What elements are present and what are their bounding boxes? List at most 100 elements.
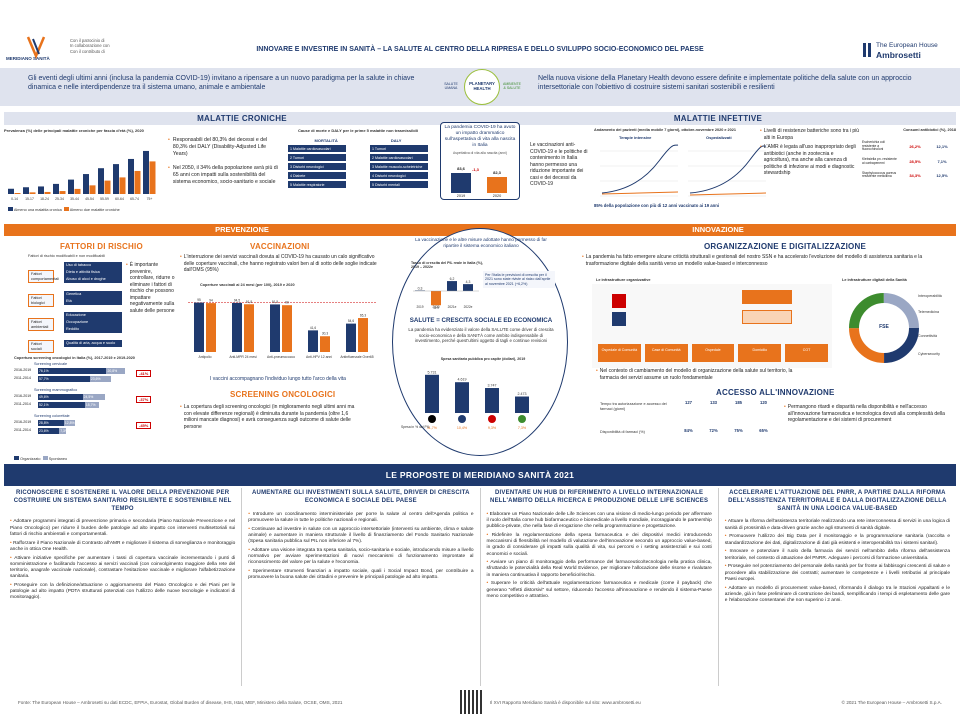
panel-title: Ospedalizzati [706, 135, 732, 140]
screen-year: 2016-2019 [14, 394, 32, 398]
bullet-dot: • [784, 404, 786, 410]
vacc-bar [232, 302, 242, 352]
digital-center: FSE [879, 324, 889, 330]
proposal-item: Adottare una visione integrata tra spesa… [248, 548, 473, 567]
spend-bar [425, 374, 439, 413]
pil-bar [431, 291, 441, 306]
vacc-intro-text: L'interruzione dei servizi vaccinali dov… [183, 254, 377, 273]
chronic-bar [119, 177, 126, 194]
infective-chart: Andamento dei pazienti (media mobile 7 g… [594, 128, 772, 210]
org-bullet: •Nel contesto di cambiamento del modello… [596, 368, 806, 381]
amr-label: Staphylococcus aureus resistente meticil… [862, 170, 897, 179]
proposal-item: Proseguire con la definizione/attuazione… [10, 583, 235, 602]
legend-organizzato: Organizzato [20, 457, 41, 461]
vacc-tick: Anti-MPR 24 mesi [229, 355, 257, 359]
bullet-dot: • [168, 137, 170, 143]
proposal-item: Sperimentare strumenti finanziari a impa… [248, 569, 473, 581]
screen-delta: -37% [136, 396, 152, 403]
spend-pct: 10,4% [457, 426, 468, 430]
access-row2: 84%72%75%65% [676, 428, 776, 444]
covid-val-2020: 82,3 [493, 170, 501, 175]
chronic-bar [14, 193, 21, 194]
screen-legend: Organizzato Spontaneo [14, 456, 67, 462]
screen-delta: -41% [136, 370, 152, 377]
proposal-item: Proseguire nel potenziamento del persona… [725, 564, 950, 583]
access-value: 127 [685, 400, 692, 405]
proposal-column: AUMENTARE GLI INVESTIMENTI SULLA SALUTE,… [241, 488, 479, 686]
access-value: 75% [734, 428, 743, 433]
proposal-title: ACCELERARE L'ATTUAZIONE DEL PNRR, A PART… [728, 490, 947, 512]
chronic-bar [98, 168, 104, 194]
risk-item: Qualità di aria, acqua e suolo [64, 340, 122, 347]
center-circle: La vaccinazione e le altre misure adotta… [392, 228, 568, 456]
amr-it: 28,5% [909, 159, 921, 165]
screen-bar-spont: 15,7% [84, 402, 99, 408]
spend-pct: 7,3% [518, 426, 527, 430]
vacc-bar [282, 305, 292, 352]
header: MERIDIANO SANITÀ Con il patrocinio di In… [0, 0, 960, 68]
chronic-chart: Prevalenza (%) delle principali malattie… [4, 128, 159, 218]
pil-bar [463, 284, 473, 291]
screen-delta: -45% [136, 422, 152, 429]
vacc-value: 65,3 [360, 314, 366, 318]
risk-group: Fattori biologici [28, 294, 54, 308]
vacc-value: 41,6 [310, 326, 316, 330]
chronic-bar [149, 161, 156, 194]
org-text: •La pandemia ha fatto emergere alcune cr… [582, 254, 952, 267]
infective-line-chart [600, 144, 767, 197]
mid-box [742, 310, 792, 324]
chronic-bar [8, 188, 14, 194]
table-cell: 2 Tumori [288, 154, 346, 161]
pil-tick: 2021e [448, 305, 457, 309]
country-flag-icon [488, 415, 496, 423]
proposals-header: LE PROPOSTE DI MERIDIANO SANITÀ 2021 [4, 464, 956, 486]
proposal-item: Elaborare un Piano Nazionale delle Life … [487, 512, 712, 531]
spend-bar [455, 382, 469, 413]
proposal-item: Attuare la riforma dell'assistenza terri… [725, 519, 950, 531]
page-title: INNOVARE E INVESTIRE IN SANITÀ – LA SALU… [256, 46, 704, 53]
legend-spontaneo: Spontaneo [48, 457, 68, 461]
digital-title: Le infrastrutture digitali della Sanità [842, 278, 907, 282]
vacc-value: 30,3 [322, 332, 328, 336]
infective-right-bullets: •Livelli di resistenze batteriche sono t… [760, 128, 860, 177]
proposal-item: Adottare programmi integrati di prevenzi… [10, 519, 235, 538]
country-flag-icon [518, 415, 526, 423]
risk-text-content: È importante prevenire, controllare, rid… [129, 262, 175, 314]
spend-bar [485, 388, 499, 413]
screen-year: 2016-2019 [14, 420, 32, 424]
chronic-header: MALATTIE CRONICHE [4, 112, 480, 125]
vacc-value: 91,5 [272, 300, 278, 304]
flow-box: COT [785, 344, 828, 362]
spend-value: 3.747 [488, 384, 497, 388]
chronic-bullet-1: Responsabili del 80,3% dei decessi e del… [172, 137, 268, 157]
vacc-bar [206, 303, 216, 352]
vacc-note: I vaccini accompagnano l'individuo lungo… [210, 376, 346, 382]
vacc-value: 95 [197, 298, 201, 302]
table-cell: 1 Tumori [370, 145, 428, 152]
vacc-value: 54,6 [348, 319, 354, 323]
risk-subtitle: Fattori di rischio modificabili e non mo… [28, 254, 106, 258]
infective-bullet-1: Livelli di resistenze batteriche sono tr… [763, 128, 860, 141]
access-text-content: Permangono ritardi e disparità nella dis… [787, 404, 945, 423]
spend-axis: Spesa in % del PIL [401, 425, 430, 429]
org-chart-title: Le infrastrutture organizzative [596, 278, 651, 282]
spend-pct: 9,3% [488, 426, 497, 430]
covid-box: La pandemia COVID-19 ha avuto un impatto… [440, 122, 520, 200]
screen-year: 2011-2014 [14, 402, 31, 406]
risk-item: Genetica [64, 291, 122, 298]
table-cell: 5 Disturbi mentali [370, 181, 428, 188]
flow-box: Ospedale [691, 344, 735, 362]
risk-item: Educazione [64, 312, 122, 319]
risk-text: •È importante prevenire, controllare, ri… [126, 262, 178, 314]
table-cell: 3 Disturbi neurologici [288, 163, 346, 170]
table-col-header: MORTALITÀ [314, 138, 338, 143]
proposals-grid: RICONOSCERE E SOSTENERE IL VALORE DELLA … [4, 488, 956, 686]
amr-title: Consumi antibiotici (%), 2018 [903, 128, 956, 132]
pil-tick: 2022e [464, 305, 473, 309]
amr-it: 26,2% [909, 143, 921, 149]
center-slogan-text: La pandemia ha evidenziato il valore del… [408, 327, 554, 343]
